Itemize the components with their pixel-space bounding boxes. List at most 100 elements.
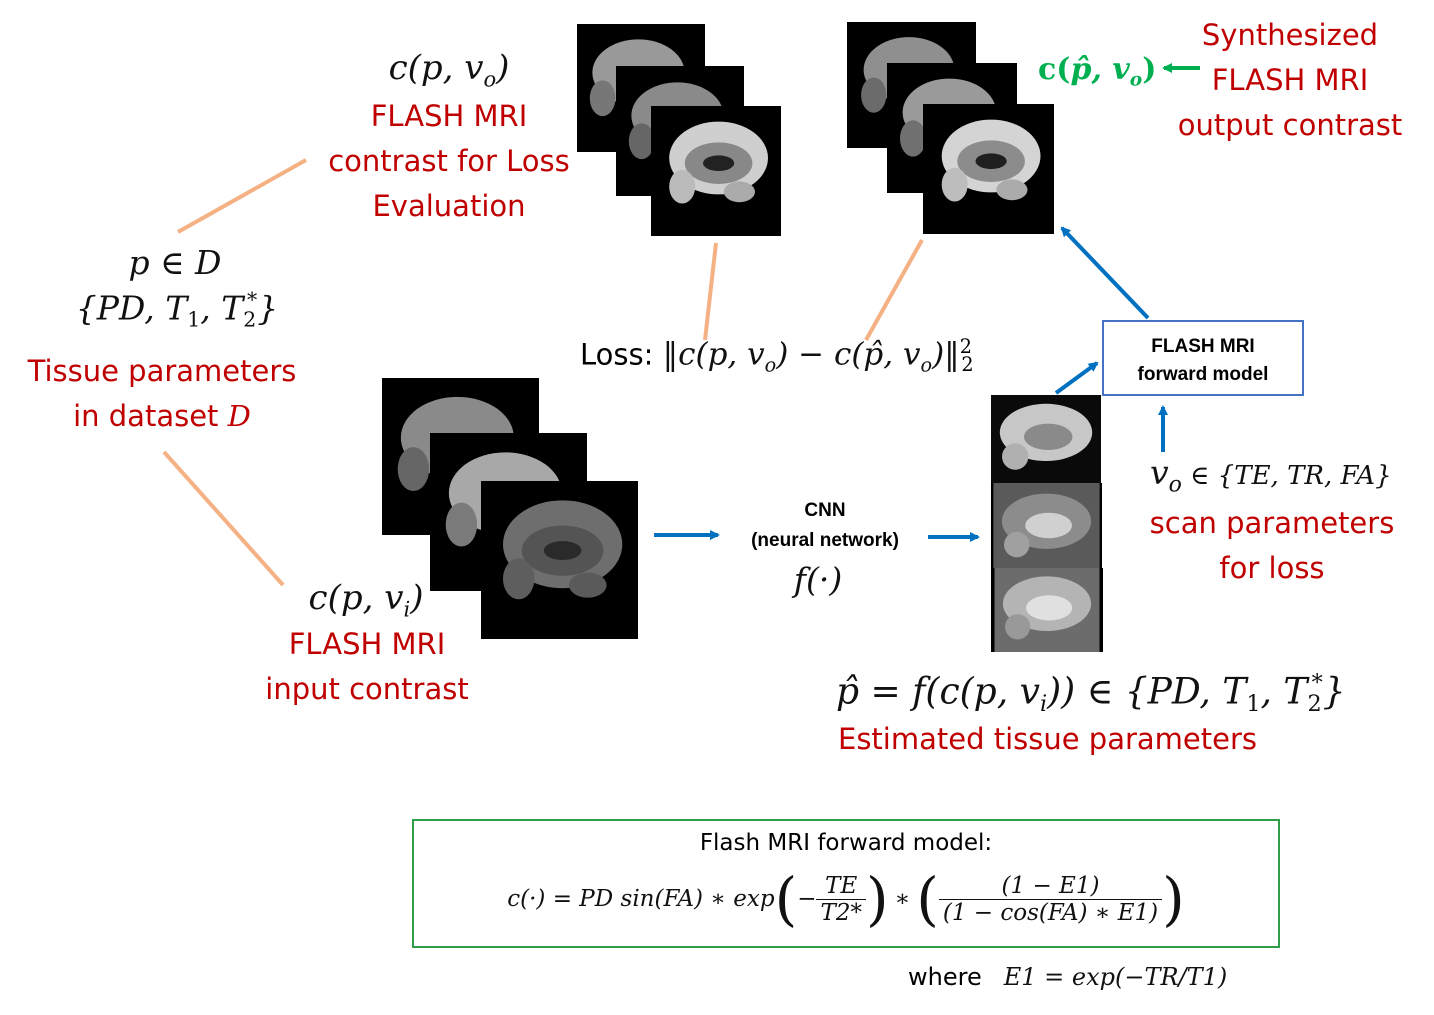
target-math-main: c(p, v (388, 48, 484, 88)
estimate-math-sub3: 2 (1307, 691, 1322, 718)
output-label-line-2: FLASH MRI (1211, 63, 1369, 97)
tissue-math-line-2: {PD, T1, T2*} (76, 288, 279, 331)
estimate-math-b: )) ∈ {PD, T (1047, 671, 1247, 713)
output-label-line-1: Synthesized (1201, 18, 1379, 52)
target-mri-slice-3 (651, 106, 781, 236)
formula-frac2-den: (1 − cos(FA) ∗ E1) (942, 899, 1159, 926)
tissue-math-sup2: * (247, 288, 258, 312)
estimate-math-sub: i (1039, 691, 1048, 718)
loss-math-b: ) − c(p̂, v (776, 336, 921, 373)
tissue-math-line-1-text: p ∈ D (128, 243, 222, 282)
loss-math-sub2: o (920, 353, 933, 377)
formula-fraction-2: (1 − E1)(1 − cos(FA) ∗ E1) (938, 873, 1163, 926)
output-contrast-math: c(p̂, vo) (1038, 52, 1156, 91)
formula-frac2-num: (1 − E1) (938, 873, 1163, 900)
estimate-math: p̂ = f(c(p, vi)) ∈ {PD, T1, T2*} (836, 670, 1346, 717)
formula-frac1-num: TE (816, 873, 866, 900)
target-label-line-3: Evaluation (372, 189, 526, 223)
target-contrast-label: FLASH MRI contrast for Loss Evaluation (328, 94, 570, 229)
input-label-line-1: FLASH MRI (288, 627, 446, 661)
connector-target-to-loss (703, 242, 718, 341)
estimate-math-sup3: * (1311, 670, 1323, 696)
estimate-math-d: } (1322, 671, 1346, 713)
input-label-line-2: input contrast (265, 672, 469, 706)
tissue-math-b: , T (200, 288, 244, 328)
tissue-label: Tissue parameters in dataset D (28, 349, 297, 439)
forward-model-line-2: forward model (1137, 364, 1269, 385)
output-math-sub: o (1129, 69, 1143, 91)
scan-math-set: ∈ {TE, TR, FA} (1181, 461, 1392, 491)
loss-math-sup: 2 (959, 335, 972, 358)
cnn-line-2: (neural network) (751, 530, 899, 551)
loss-math-c: )‖ (932, 336, 960, 373)
forward-model-box: FLASH MRI forward model (1102, 320, 1304, 396)
connector-output-to-loss (864, 239, 924, 341)
input-contrast-label: FLASH MRI input contrast (265, 622, 468, 712)
formula-title: Flash MRI forward model: (699, 830, 993, 856)
formula-box: Flash MRI forward model: c(·) = PD sin(F… (412, 819, 1280, 948)
input-math-b: ) (410, 578, 424, 618)
tissue-math-line-1: p ∈ D (129, 243, 222, 282)
formula-paren-open-2: ( (916, 865, 939, 933)
cnn-function-math: f(·) (794, 560, 842, 599)
scan-math-v: v (1150, 453, 1169, 492)
tissue-math-c: } (257, 288, 279, 328)
output-math-tail: ) (1142, 52, 1157, 87)
estimate-math-sub2: 1 (1246, 691, 1261, 718)
scan-label-line-1: scan parameters (1149, 506, 1395, 540)
target-math-sub: o (483, 66, 497, 92)
estimate-math-a: p̂ = f(c(p, v (836, 671, 1040, 713)
scan-params-math: vo ∈ {TE, TR, FA} (1150, 453, 1392, 498)
target-label-line-1: FLASH MRI (370, 99, 528, 133)
where-text: where (908, 963, 982, 991)
estimate-label: Estimated tissue parameters (838, 722, 1258, 756)
scan-label-line-2: for loss (1219, 551, 1325, 585)
arrow-model-to-output (1060, 226, 1150, 320)
tissue-math-a: {PD, T (75, 288, 188, 328)
output-math-prefix: c( (1038, 52, 1071, 87)
scan-math-sub: o (1168, 472, 1182, 498)
cnn-line-1: CNN (804, 500, 846, 521)
estimate-math-c: , T (1260, 671, 1308, 713)
tissue-label-line-2: in dataset D (28, 394, 297, 439)
formula-paren-close-1: ) (865, 865, 889, 933)
formula-paren-open-1: ( (774, 865, 798, 933)
formula-mid: ∗ (894, 886, 911, 912)
arrow-params-to-model (1054, 361, 1099, 395)
target-contrast-math: c(p, vo) (389, 48, 510, 91)
formula-paren-close-2: ) (1162, 865, 1185, 933)
output-math-phat: p̂ (1070, 52, 1092, 87)
output-label-line-3: output contrast (1177, 108, 1403, 142)
tissue-label-line-2-math: D (227, 399, 251, 433)
tissue-math-sub2: 2 (243, 307, 257, 332)
param-map-pd (991, 395, 1101, 483)
output-math-mid: , v (1091, 52, 1130, 87)
forward-model-line-1: FLASH MRI (1151, 336, 1255, 357)
connector-tissue-to-input (162, 450, 285, 587)
where-math: E1 = exp(−TR/T1) (1003, 963, 1228, 991)
input-mri-slice-3 (481, 481, 638, 639)
tissue-label-line-2-text: in dataset (73, 399, 228, 433)
input-math-sub: i (403, 596, 411, 622)
input-math-a: c(p, v (308, 578, 404, 618)
loss-math-sub3: 2 (961, 353, 974, 377)
loss-label: Loss: (580, 337, 663, 372)
loss-formula: Loss: ‖c(p, vo) − c(p̂, vo)‖22 (580, 335, 974, 376)
loss-math-sub1: o (764, 353, 777, 377)
formula-lhs: c(·) = PD sin(FA) ∗ exp (507, 886, 775, 912)
cnn-math-text: f(·) (793, 560, 843, 599)
output-mri-slice-3 (923, 104, 1054, 234)
param-map-t1 (991, 483, 1102, 568)
target-label-line-2: contrast for Loss (328, 144, 570, 178)
loss-math-a: ‖c(p, v (662, 336, 765, 373)
target-math-tail: ) (496, 48, 510, 88)
output-contrast-label: Synthesized FLASH MRI output contrast (1178, 13, 1402, 148)
scan-params-label: scan parameters for loss (1150, 501, 1395, 591)
formula-frac1-den: T2* (820, 899, 862, 926)
input-contrast-math: c(p, vi) (309, 578, 424, 621)
where-clause: where E1 = exp(−TR/T1) (908, 963, 1227, 992)
cnn-label: CNN (neural network) (751, 496, 899, 556)
